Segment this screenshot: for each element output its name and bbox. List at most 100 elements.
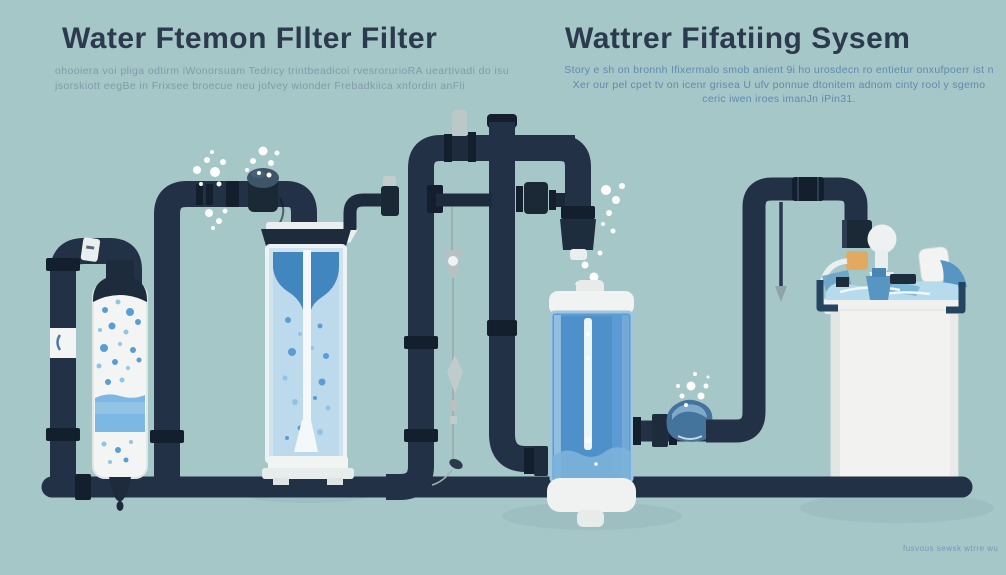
- cylinder-drop-a: [585, 331, 591, 337]
- tank-outlet-pipe: [343, 193, 388, 230]
- float-tube: [875, 250, 888, 272]
- downspout-pipe: [520, 135, 591, 210]
- cylinder-column: [584, 318, 592, 450]
- drip-chamber-bubble: [448, 256, 458, 266]
- right-subtitle-line2: Xer our pel cpet tv on icenr grisea U uf…: [572, 78, 986, 91]
- outlet-flange-a: [633, 417, 641, 445]
- cylinder-drop-b: [586, 356, 590, 360]
- handle-left: [816, 280, 838, 312]
- right-subtitle-line3: ceric iwen iroes imanJn iPin31.: [702, 93, 856, 105]
- cylinder-drop-c: [584, 436, 592, 444]
- center-riser-pipe: [489, 122, 544, 472]
- manifold-downcomer: [386, 135, 575, 500]
- tank-base-slab: [262, 468, 354, 479]
- downspout-nozzle: [560, 219, 596, 250]
- lid-dark-bar: [890, 274, 916, 284]
- center-fitting-top: [872, 268, 886, 277]
- cross-valve-flange-b: [549, 190, 556, 210]
- drip-spindle: [447, 355, 463, 394]
- center-fitting: [866, 276, 892, 300]
- valve-air-bubbles: [193, 146, 280, 230]
- drip-clamp: [449, 400, 458, 411]
- arch-coupling: [80, 237, 101, 262]
- bottle-bubbles: [96, 299, 142, 385]
- cross-valve-body: [524, 182, 548, 214]
- tank-valve-box: [842, 220, 872, 248]
- connector-fitting: [381, 186, 399, 216]
- cylinder-base: [547, 478, 636, 512]
- storage-tank-shadow: [800, 493, 994, 523]
- splash-bubbles: [676, 372, 710, 407]
- storage-tank-body: [830, 309, 959, 479]
- valve-knob: [247, 168, 279, 188]
- drip-clamp-b: [450, 416, 457, 424]
- top-pipe-coupling: [452, 136, 469, 161]
- drip-droplet: [449, 458, 463, 470]
- left-subtitle: ohooiera voi pliga odtirm iWonorsuam Ted…: [55, 64, 525, 94]
- downcomer-flange-a: [404, 336, 438, 349]
- lid-dark-small: [836, 277, 849, 287]
- tank-valve-edge: [842, 220, 847, 248]
- drip-hose: [431, 469, 453, 486]
- float-sphere: [867, 224, 897, 254]
- clear-filtration-tank: [261, 222, 358, 485]
- valve-drip-line: [278, 197, 285, 225]
- left-title: Water Ftemon Fllter Filter: [62, 22, 438, 55]
- cylinder-inlet-coupling: [534, 446, 548, 476]
- riser-pipe-valve-assembly: [150, 168, 317, 487]
- top-pipe-tab: [452, 110, 467, 138]
- top-pipe-flange-b: [468, 132, 476, 162]
- inlet-pipe-flange-top: [46, 258, 80, 271]
- cylinder-shine-right: [622, 315, 629, 479]
- storage-tank-left-shade: [831, 310, 840, 478]
- tank-center-column: [303, 250, 311, 450]
- downspout-coupling: [561, 206, 595, 219]
- riser-flange-b: [206, 184, 213, 205]
- left-subtitle-line2: jsorskiott eegBe in Frixsee broecue neu …: [55, 80, 466, 92]
- arch-pipe: [706, 177, 868, 443]
- arch-coupling-block: [792, 177, 824, 201]
- outlet-coupling: [652, 414, 668, 447]
- right-subtitle: Story e sh on bronnh Ifixermalo smob ani…: [558, 63, 1000, 107]
- storage-tank-right-shade: [950, 310, 958, 478]
- downspout: [520, 135, 625, 295]
- carbon-filter-bottle: [92, 260, 148, 511]
- cylinder-wave: [553, 447, 631, 479]
- downspout-tip: [570, 249, 587, 260]
- inlet-pipe-label-band: [50, 328, 76, 358]
- bottom-pipe-flange: [75, 474, 91, 500]
- label-band-mark: [56, 334, 62, 351]
- rod-tip: [775, 286, 787, 302]
- tank-outlet-connector: [343, 176, 399, 230]
- bottle-drip: [116, 501, 124, 511]
- bottle-spout: [109, 477, 131, 502]
- riser-flange-bottom: [150, 430, 184, 443]
- splash-shine: [677, 435, 703, 440]
- center-riser-coupling: [487, 320, 517, 336]
- cylinder-bottom-nub: [577, 510, 604, 527]
- riser-coupling: [226, 181, 239, 207]
- filter-cartridge-cylinder: [524, 280, 636, 527]
- handle-right: [946, 282, 966, 314]
- cylinder-cap: [549, 291, 634, 315]
- storage-arch: [706, 177, 868, 443]
- tank-column-funnel: [294, 420, 318, 452]
- tank-foot-left: [273, 478, 289, 485]
- right-title: Wattrer Fifatiing Sysem: [565, 22, 911, 55]
- right-subtitle-line1: Story e sh on bronnh Ifixermalo smob ani…: [564, 64, 994, 76]
- downcomer-flange-b: [404, 429, 438, 442]
- cylinder-wave-dot: [594, 462, 598, 466]
- cylinder-outlet: [633, 372, 715, 447]
- orange-fitting: [846, 251, 868, 270]
- tank-cap: [261, 229, 351, 246]
- riser-flange-a: [196, 184, 203, 205]
- storage-tank-top: [816, 220, 967, 314]
- drip-regulator: [431, 207, 463, 486]
- tank-base: [268, 456, 348, 470]
- top-pipe-flange-a: [444, 134, 452, 162]
- cylinder-inlet-flange: [524, 448, 534, 474]
- manifold-left: [386, 110, 575, 500]
- downspout-bubbles: [575, 183, 625, 295]
